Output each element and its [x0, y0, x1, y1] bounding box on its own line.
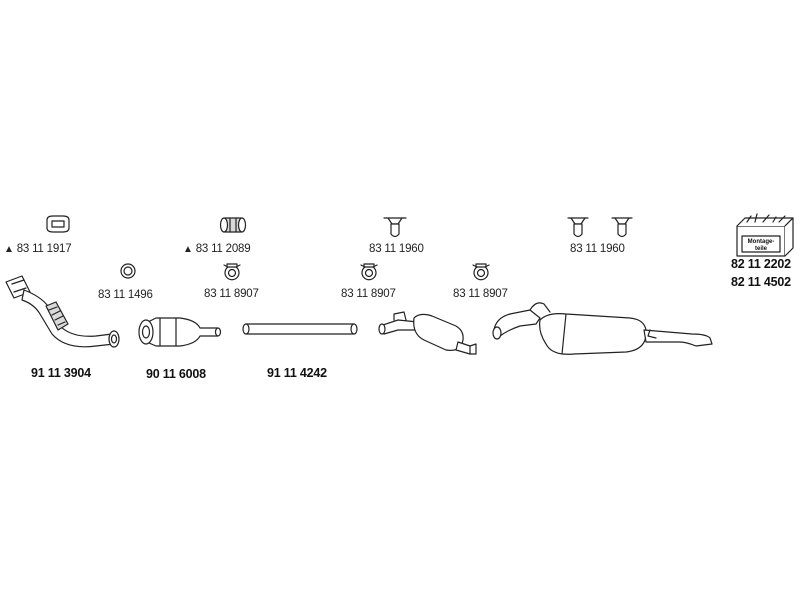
kit-number-label: 82 11 2202 [731, 257, 791, 271]
warning-triangle-icon: ▲ [183, 244, 193, 255]
double-rubber-hanger-icon [567, 217, 633, 238]
gasket-icon [46, 215, 70, 233]
part-number-label: 83 11 1960 [369, 243, 424, 255]
mounting-kit-icon: Montage- teile [736, 213, 794, 257]
main-part-number-label: 91 11 4242 [267, 366, 327, 380]
catalytic-converter-icon [138, 317, 222, 347]
warning-triangle-icon: ▲ [4, 244, 14, 255]
rubber-hanger-icon [383, 217, 407, 238]
part-number-label: 83 11 8907 [453, 288, 508, 300]
part-number-label: ▲83 11 2089 [183, 243, 251, 255]
rear-silencer-icon [492, 302, 713, 355]
svg-text:Montage-: Montage- [748, 239, 775, 245]
main-part-number-label: 90 11 6008 [146, 367, 206, 381]
front-pipe-icon [5, 275, 120, 348]
clamp-sleeve-icon [219, 217, 247, 233]
part-number-label: 83 11 8907 [341, 288, 396, 300]
svg-text:teile: teile [755, 246, 768, 252]
pipe-clamp-icon [472, 263, 490, 281]
part-number-label: 83 11 1960 [570, 243, 625, 255]
center-silencer-icon [378, 311, 477, 355]
main-part-number-label: 91 11 3904 [31, 366, 91, 380]
part-number-label: 83 11 8907 [204, 288, 259, 300]
ring-gasket-icon [120, 263, 136, 279]
pipe-clamp-icon [223, 263, 241, 281]
part-number-label: 83 11 1496 [98, 289, 153, 301]
intermediate-pipe-icon [242, 323, 358, 335]
pipe-clamp-icon [360, 263, 378, 281]
kit-number-label: 82 11 4502 [731, 275, 791, 289]
part-number-label: ▲83 11 1917 [4, 243, 72, 255]
